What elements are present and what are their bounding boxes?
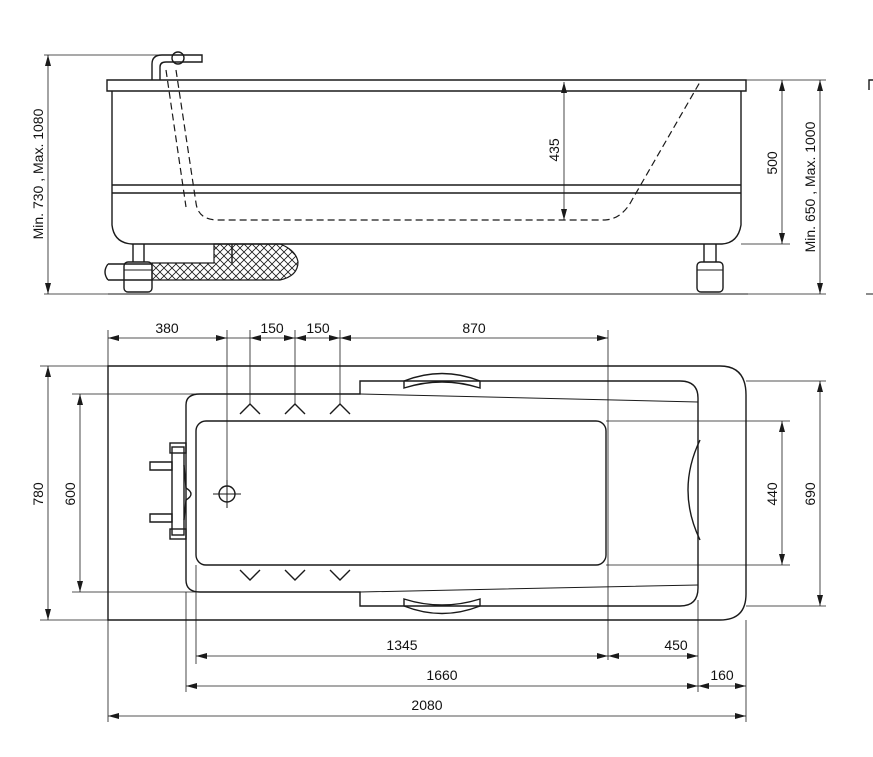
- drain-icon: [213, 480, 241, 508]
- hatched-support: [151, 243, 299, 281]
- dim-top-0: 380: [155, 320, 179, 336]
- jets-top: [239, 403, 351, 415]
- bath-body: [111, 91, 742, 245]
- drain-pipe-dashed: [165, 69, 187, 208]
- dim-left-outer-label: 780: [30, 482, 46, 506]
- handle-bottom: [403, 598, 481, 615]
- dim-left-inner-label: 600: [62, 482, 78, 506]
- armrest-lines: [359, 393, 699, 593]
- faucet: [151, 51, 203, 80]
- pipe: [104, 263, 152, 281]
- edge-mark-top: [868, 79, 873, 90]
- leg-right: [696, 244, 724, 293]
- handle-top: [403, 372, 481, 389]
- dim-height-right-label: Min. 650 , Max. 1000: [802, 121, 818, 252]
- plan-inner-rim: [185, 380, 699, 607]
- dim-top-2: 150: [306, 320, 330, 336]
- headrest-oval: [687, 439, 701, 541]
- dim-top-1: 150: [260, 320, 284, 336]
- dim-right-outer-label: 690: [802, 482, 818, 506]
- bath-rim: [106, 79, 747, 92]
- faucet-plan: [149, 442, 192, 540]
- plan-view: 380 150 150 870 780 600 440 690: [30, 320, 826, 722]
- plan-outer-outline: [107, 365, 747, 621]
- dim-bottom-inner-label: 1345: [386, 637, 417, 653]
- leg-left: [123, 244, 153, 293]
- dim-top-3: 870: [462, 320, 486, 336]
- basin-outline-dashed: [175, 69, 701, 221]
- dim-bottom-end-label: 160: [710, 667, 734, 683]
- dim-right-inner-label: 440: [764, 482, 780, 506]
- dim-total-label: 2080: [411, 697, 442, 713]
- plan-basin: [195, 420, 607, 566]
- side-view: Min. 730 , Max. 1080 435 500 Min. 650 , …: [30, 51, 873, 295]
- dim-depth-label: 435: [546, 138, 562, 162]
- dim-bottom-middle-label: 1660: [426, 667, 457, 683]
- dim-height-left-label: Min. 730 , Max. 1080: [30, 108, 46, 239]
- jets-bottom: [239, 569, 351, 581]
- dim-bath-height-label: 500: [764, 151, 780, 175]
- dim-bottom-right-label: 450: [664, 637, 688, 653]
